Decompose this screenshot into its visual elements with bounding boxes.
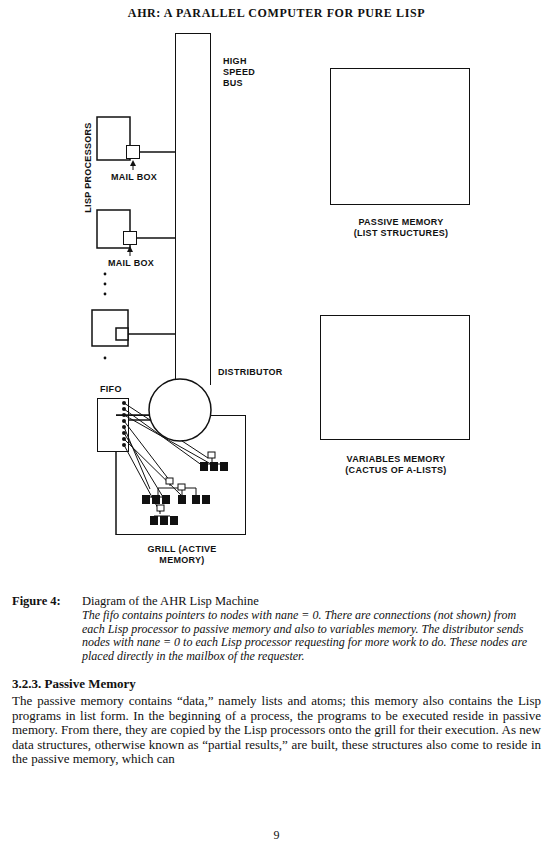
bus-connector: [137, 237, 175, 239]
body-text: The passive memory contains “data,” name…: [12, 694, 541, 767]
node-label: HIGH SPEED BUS: [223, 56, 267, 89]
page-header: AHR: A PARALLEL COMPUTER FOR PURE LISP: [0, 6, 553, 21]
page-number: 9: [0, 828, 553, 843]
bus-wire: [128, 333, 175, 335]
tree-cells: [157, 452, 215, 511]
tree-leaves: [142, 462, 228, 525]
caption-note: The fifo contains pointers to nodes with…: [82, 609, 534, 663]
vertical-label: LISP PROCESSORS: [83, 120, 94, 216]
mailbox: MAIL BOX: [123, 231, 137, 245]
node-label: MAIL BOX: [104, 172, 164, 183]
variables-memory-box: VARIABLES MEMORY (CACTUS OF A-LISTS): [320, 315, 470, 440]
node-label: VARIABLES MEMORY (CACTUS OF A-LISTS): [334, 454, 458, 476]
node-label: GRILL (ACTIVE MEMORY): [138, 544, 226, 566]
grill-edge: [116, 415, 149, 535]
node-label: MAIL BOX: [101, 258, 161, 269]
figure-caption: Diagram of the AHR Lisp Machine: [82, 594, 534, 609]
continuation-dots: [104, 273, 107, 360]
circle-outline: [148, 378, 212, 442]
bus-connector: [129, 419, 151, 421]
fifo-box: FIFO: [97, 398, 129, 452]
figure-number: Figure 4:: [12, 594, 61, 609]
passive-memory-box: PASSIVE MEMORY (LIST STRUCTURES): [330, 68, 470, 205]
node-label: FIFO: [100, 384, 140, 395]
node-label: DISTRIBUTOR: [218, 367, 308, 378]
bus-connector: [140, 151, 175, 153]
high-speed-bus: HIGH SPEED BUS: [175, 33, 211, 385]
circle-shape: [149, 379, 211, 441]
node-label: PASSIVE MEMORY (LIST STRUCTURES): [349, 217, 453, 239]
grill-trees: [146, 456, 222, 516]
section-heading: 3.2.3. Passive Memory: [12, 676, 136, 692]
distributor-circle: DISTRIBUTOR: [148, 378, 212, 442]
fifo-slots: [122, 401, 126, 447]
mailbox: MAIL BOX: [126, 145, 140, 159]
